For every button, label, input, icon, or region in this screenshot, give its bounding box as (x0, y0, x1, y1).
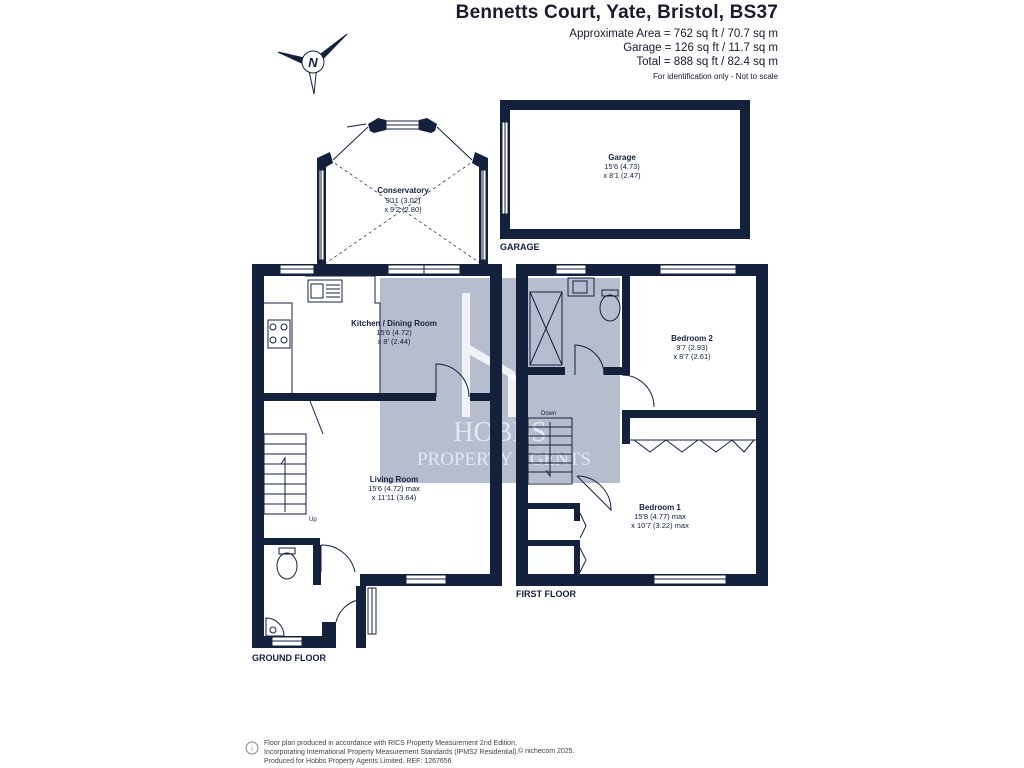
stairs-up-label: Up (309, 517, 317, 523)
footer-text: Floor plan produced in accordance with R… (264, 739, 518, 766)
conservatory-dim1: 9'11 (3.02) (385, 196, 421, 205)
compass-icon: N (277, 33, 348, 95)
total-area: Total = 888 sq ft / 82.4 sq m (636, 56, 778, 68)
conservatory-name: Conservatory (377, 186, 429, 195)
footer-line3: Produced for Hobbs Property Agents Limit… (264, 758, 452, 765)
living-room-name: Living Room (370, 475, 418, 484)
garage-dim2: x 8'1 (2.47) (603, 171, 641, 180)
garage-dim1: 15'6 (4.73) (604, 162, 640, 171)
svg-text:i: i (251, 746, 253, 753)
info-icon: i (245, 741, 259, 755)
bedroom1-name: Bedroom 1 (639, 503, 681, 512)
first-floor (516, 264, 768, 586)
scale-note: For identification only - Not to scale (653, 72, 778, 81)
compass-north-label: N (308, 55, 318, 70)
stairs-down-label: Down (541, 411, 556, 417)
kitchen-dim2: x 8' (2.44) (377, 337, 411, 346)
living-room-dim2: x 11'11 (3.64) (372, 493, 417, 502)
bedroom2-dim1: 9'7 (2.93) (676, 343, 708, 352)
copyright: © nichecom 2025. (518, 748, 575, 755)
conservatory (317, 118, 488, 266)
living-room-dim1: 15'6 (4.72) max (368, 484, 420, 493)
property-title: Bennetts Court, Yate, Bristol, BS37 (455, 2, 778, 23)
kitchen-dim1: 15'6 (4.72) (376, 328, 412, 337)
watermark-line2: PROPERTY AGENTS (417, 449, 591, 470)
ground-floor (252, 264, 502, 648)
footer-line1: Floor plan produced in accordance with R… (264, 740, 517, 747)
approximate-area: Approximate Area = 762 sq ft / 70.7 sq m (569, 28, 778, 40)
bedroom1-dim1: 15'8 (4.77) max (634, 512, 686, 521)
first-floor-label: FIRST FLOOR (516, 589, 576, 599)
conservatory-dim2: x 9'2 (2.80) (384, 205, 422, 214)
bedroom2-dim2: x 8'7 (2.61) (673, 352, 711, 361)
garage-area: Garage = 126 sq ft / 11.7 sq m (623, 42, 778, 54)
footer-line2: Incorporating International Property Mea… (264, 749, 519, 756)
bedroom2-name: Bedroom 2 (671, 334, 713, 343)
bedroom1-dim2: x 10'7 (3.22) max (631, 521, 689, 530)
kitchen-name: Kitchen / Dining Room (351, 319, 437, 328)
garage-name: Garage (608, 153, 636, 162)
garage-floor-label: GARAGE (500, 242, 540, 252)
ground-floor-label: GROUND FLOOR (252, 653, 326, 663)
garage (500, 100, 750, 239)
